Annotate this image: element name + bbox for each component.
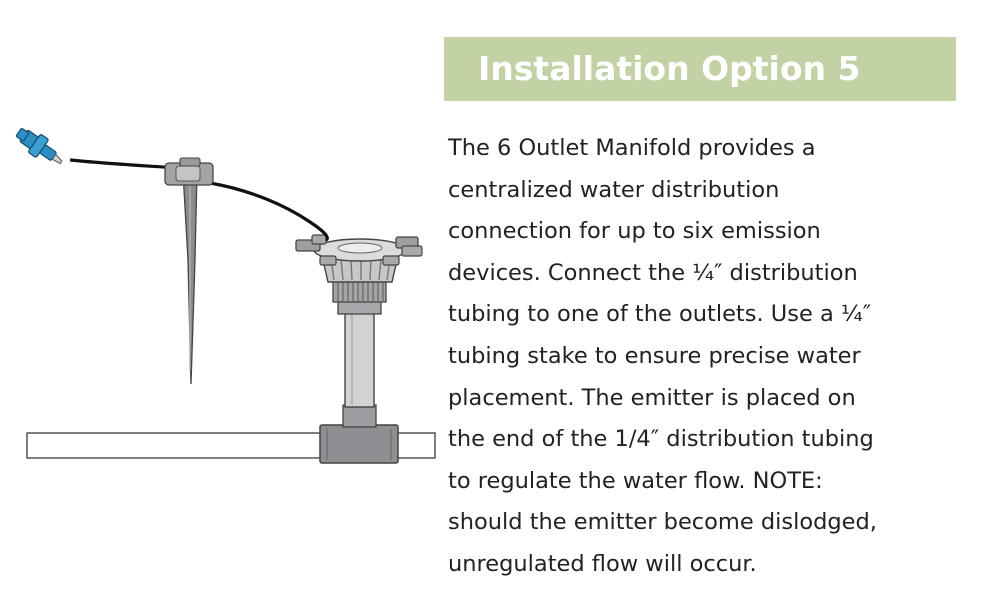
tubing-stake-icon: [164, 157, 214, 385]
description-line: placement. The emitter is placed on: [448, 384, 856, 411]
description-line: the end of the 1/4″ distribution tubing: [448, 426, 874, 453]
description-line: tubing stake to ensure precise water: [448, 342, 861, 369]
description-line: to regulate the water flow. NOTE:: [448, 467, 823, 494]
emitter-icon: [15, 127, 63, 165]
description-line: tubing to one of the outlets. Use a ¼″: [448, 301, 872, 328]
page-title: Installation Option 5: [478, 49, 861, 88]
description-line: centralized water distribution: [448, 176, 780, 203]
tee-fitting-icon: [319, 404, 399, 464]
description-line: connection for up to six emission: [448, 218, 821, 245]
six-outlet-manifold-icon: [295, 234, 423, 303]
description-line: should the emitter become dislodged,: [448, 509, 877, 536]
description-line: devices. Connect the ¼″ distribution: [448, 259, 858, 286]
description-text: The 6 Outlet Manifold provides a central…: [448, 128, 993, 586]
installation-diagram: [15, 127, 436, 464]
description-line: unregulated flow will occur.: [448, 550, 757, 577]
title-banner: Installation Option 5: [444, 37, 956, 101]
description-line: The 6 Outlet Manifold provides a: [448, 135, 816, 161]
riser-tube-icon: [337, 299, 382, 408]
